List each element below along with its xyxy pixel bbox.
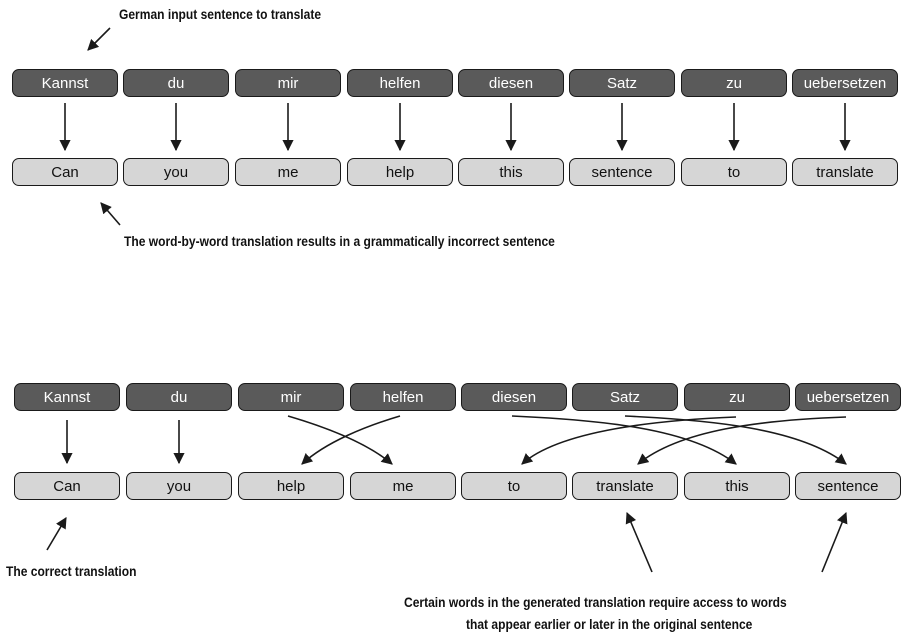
top-english-word: to [681, 158, 787, 186]
input-caption: German input sentence to translate [119, 6, 322, 22]
top-german-word: Satz [569, 69, 675, 97]
top-german-word: mir [235, 69, 341, 97]
top-german-word: diesen [458, 69, 564, 97]
top-english-word: me [235, 158, 341, 186]
bottom-german-word: helfen [350, 383, 456, 411]
reorder-arrow [521, 416, 737, 465]
bottom-german-word: uebersetzen [795, 383, 901, 411]
access-caption-arrow-sentence [821, 511, 848, 573]
top-english-word: Can [12, 158, 118, 186]
top-english-word: help [347, 158, 453, 186]
bottom-english-word: Can [14, 472, 120, 500]
bottom-english-word: to [461, 472, 567, 500]
access-caption-line1: Certain words in the generated translati… [404, 594, 787, 610]
reorder-arrow [624, 415, 847, 465]
bottom-english-word: help [238, 472, 344, 500]
access-caption-line2: that appear earlier or later in the orig… [466, 616, 753, 632]
top-english-word: sentence [569, 158, 675, 186]
correct-caption: The correct translation [6, 563, 137, 579]
top-german-word: Kannst [12, 69, 118, 97]
correct-caption-arrow [46, 517, 67, 551]
top-german-word: zu [681, 69, 787, 97]
bottom-english-word: translate [572, 472, 678, 500]
reorder-arrow [637, 416, 847, 465]
bottom-german-word: du [126, 383, 232, 411]
bottom-german-word: mir [238, 383, 344, 411]
access-caption-arrow-translate [625, 511, 653, 573]
bottom-english-word: me [350, 472, 456, 500]
bottom-german-word: Kannst [14, 383, 120, 411]
reorder-arrow [287, 415, 393, 465]
top-german-word: du [123, 69, 229, 97]
top-english-word: you [123, 158, 229, 186]
reorder-arrow [511, 415, 737, 465]
bottom-german-word: diesen [461, 383, 567, 411]
bottom-english-word: this [684, 472, 790, 500]
bottom-english-word: sentence [795, 472, 901, 500]
bottom-english-word: you [126, 472, 232, 500]
top-german-word: uebersetzen [792, 69, 898, 97]
wordbyword-caption-arrow [100, 202, 121, 226]
input-caption-arrow [87, 27, 111, 51]
bottom-german-word: zu [684, 383, 790, 411]
wordbyword-caption: The word-by-word translation results in … [124, 233, 555, 249]
reorder-arrow [301, 415, 401, 465]
top-german-word: helfen [347, 69, 453, 97]
top-english-word: this [458, 158, 564, 186]
bottom-german-word: Satz [572, 383, 678, 411]
top-english-word: translate [792, 158, 898, 186]
